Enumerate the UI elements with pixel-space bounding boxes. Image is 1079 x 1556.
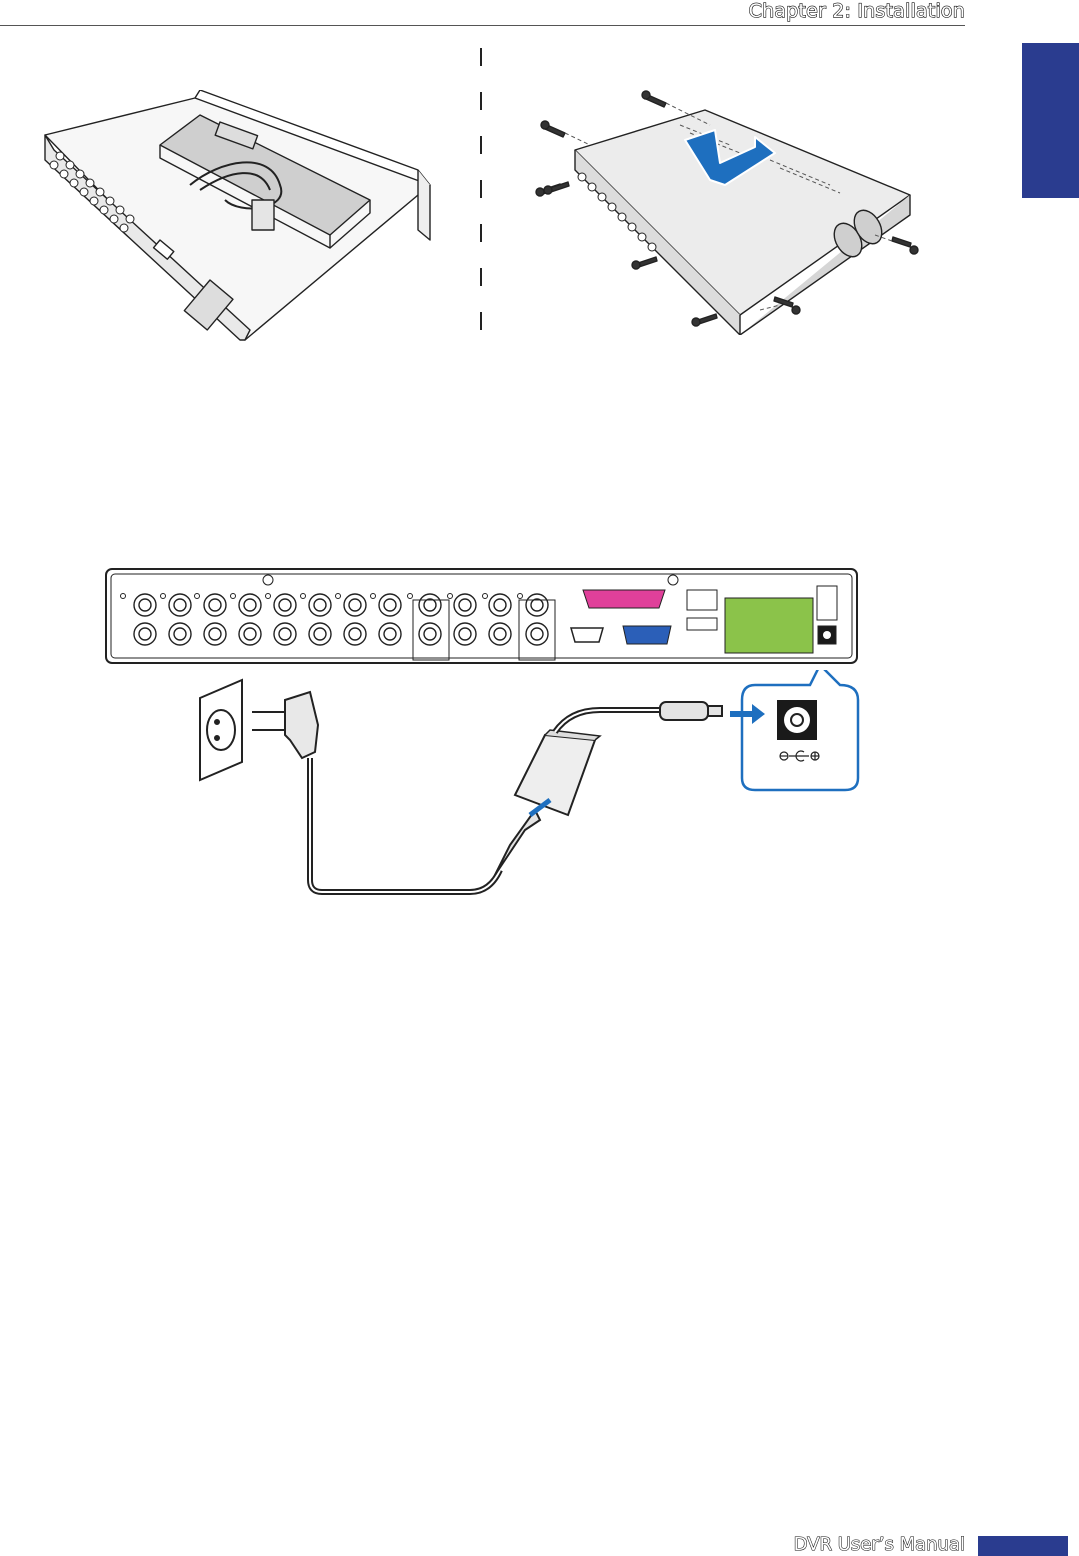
bnc-connector-inner	[139, 628, 151, 640]
bnc-connector-inner	[531, 628, 543, 640]
bnc-connector-inner	[209, 628, 221, 640]
open-chassis-figure	[40, 90, 440, 345]
screw-mark	[121, 594, 126, 599]
bnc-connector-inner	[244, 599, 256, 611]
bnc-connector-inner	[424, 599, 436, 611]
bnc-connector-inner	[494, 599, 506, 611]
screw-mark	[301, 594, 306, 599]
header-divider	[0, 25, 965, 26]
bnc-connector-inner	[279, 599, 291, 611]
dvr-rear-panel	[105, 568, 858, 664]
bnc-connector-inner	[174, 599, 186, 611]
bnc-connector-inner	[174, 628, 186, 640]
bnc-connector-inner	[314, 599, 326, 611]
bnc-connector-inner	[279, 628, 291, 640]
footer-page-tab	[978, 1536, 1068, 1556]
power-switch	[817, 586, 837, 620]
bnc-connector-inner	[349, 628, 361, 640]
bnc-connector-inner	[244, 628, 256, 640]
chapter-title: Chapter 2: Installation	[749, 0, 965, 22]
screw-mark	[448, 594, 453, 599]
bnc-connector-inner	[349, 599, 361, 611]
dc-input-pin	[823, 631, 831, 639]
figure-divider	[478, 48, 484, 352]
power-connection-illustration	[190, 670, 860, 900]
screw-mark	[195, 594, 200, 599]
screw-mark	[266, 594, 271, 599]
bnc-connector-inner	[314, 628, 326, 640]
bnc-connector-inner	[384, 599, 396, 611]
chassis-screw	[263, 575, 273, 585]
bnc-connector-inner	[139, 599, 151, 611]
bnc-connector-inner	[209, 599, 221, 611]
bnc-connector-inner	[384, 628, 396, 640]
manual-title: DVR User’s Manual	[794, 1534, 965, 1556]
bnc-connector-inner	[459, 628, 471, 640]
screw-mark	[336, 594, 341, 599]
bnc-connector-inner	[424, 628, 436, 640]
bnc-connector-inner	[531, 599, 543, 611]
screw-mark	[483, 594, 488, 599]
bnc-connector-inner	[459, 599, 471, 611]
db25-port	[583, 590, 665, 608]
bnc-connector-inner	[494, 628, 506, 640]
hdmi-port	[571, 628, 603, 642]
screw-mark	[231, 594, 236, 599]
screw-mark	[408, 594, 413, 599]
vga-port	[623, 626, 671, 644]
screw-mark	[371, 594, 376, 599]
cover-screws-figure	[530, 85, 930, 335]
screw-mark	[518, 594, 523, 599]
ethernet-port	[687, 590, 717, 610]
terminal-block	[725, 598, 813, 653]
usb-port	[687, 618, 717, 630]
chapter-side-tab	[1022, 43, 1079, 198]
chassis-screw	[668, 575, 678, 585]
screw-mark	[161, 594, 166, 599]
